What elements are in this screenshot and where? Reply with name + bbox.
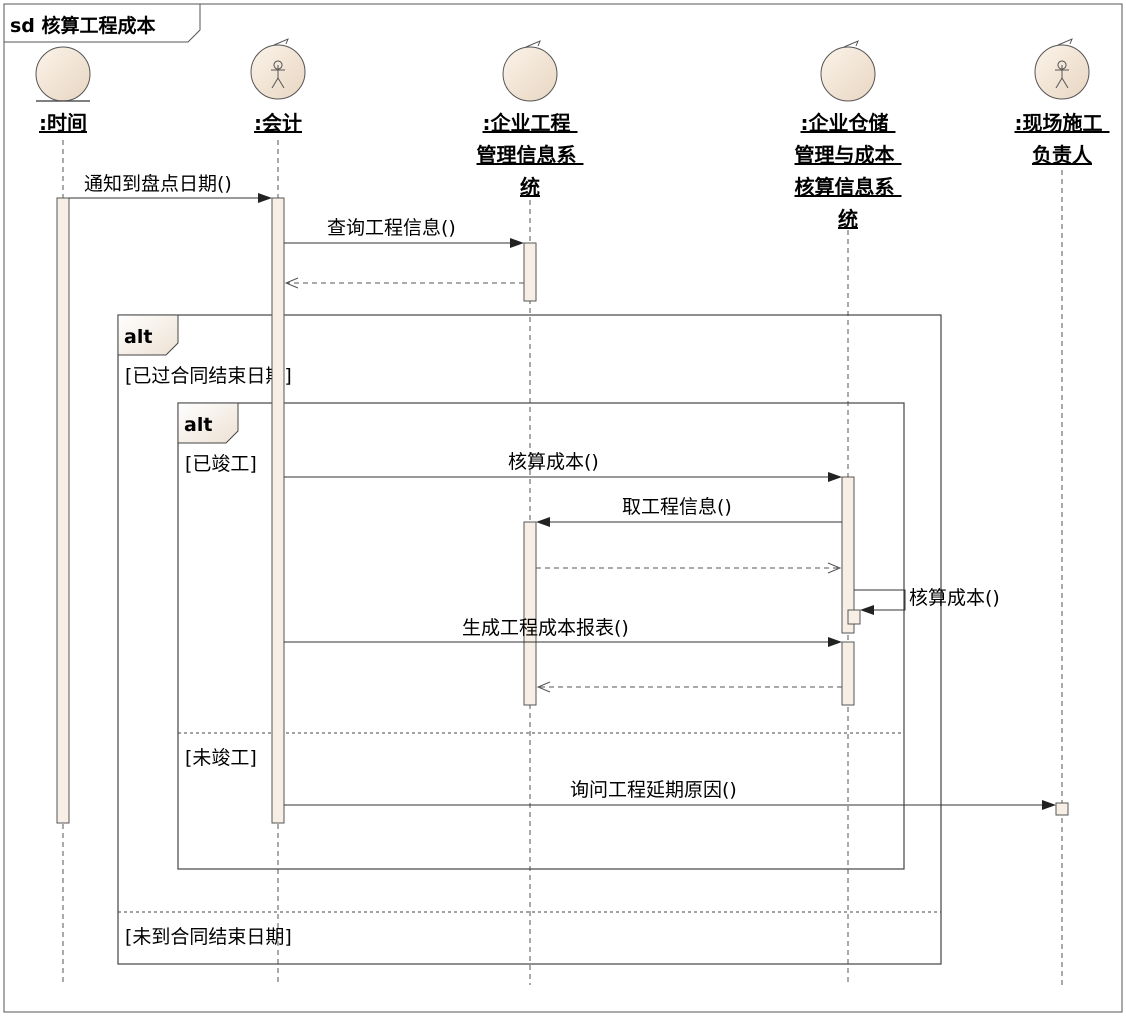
message-5: 取工程信息() — [536, 496, 842, 527]
lifeline-name-wms: :企业仓储 管理与成本 核算信息系 统 — [795, 111, 902, 231]
message-8: 生成工程成本报表() — [284, 617, 842, 647]
alt-outer-tab — [117, 314, 179, 356]
activation-pmis-2 — [523, 521, 537, 706]
activation-acct — [271, 197, 285, 824]
message-3-arrowhead — [284, 277, 299, 289]
lifeline-name-site: :现场施工 负责人 — [1015, 111, 1110, 167]
actor-hook-icon — [1057, 38, 1073, 46]
activation-time — [56, 197, 70, 824]
message-7-self: 核算成本() — [854, 587, 1000, 615]
message-3-return — [284, 277, 524, 289]
activation-wms-2 — [841, 641, 855, 706]
message-4: 核算成本() — [284, 451, 842, 482]
activation-wms-self — [847, 609, 861, 625]
alt-outer-box — [117, 314, 942, 965]
lifeline-name-pmis: :企业工程 管理信息系 统 — [477, 111, 584, 199]
message-5-label: 取工程信息() — [622, 496, 732, 518]
message-5-arrowhead — [536, 517, 550, 527]
activation-wms-1 — [841, 476, 855, 634]
alt-outer-guard-2: [未到合同结束日期] — [125, 926, 292, 948]
message-2: 查询工程信息() — [284, 217, 524, 248]
message-10-arrowhead — [1042, 800, 1056, 810]
sd-frame-tab — [3, 3, 201, 43]
alt-inner-box — [177, 402, 905, 870]
message-8-label: 生成工程成本报表() — [462, 617, 629, 639]
lifeline-acct-head — [250, 38, 306, 100]
activation-bars — [56, 197, 1069, 824]
actor-hook-icon — [273, 38, 289, 46]
message-7-arrowhead — [860, 605, 874, 615]
diagram-title: sd 核算工程成本 — [10, 14, 156, 37]
activation-site — [1055, 802, 1069, 816]
alt-inner-tab — [177, 402, 239, 444]
alt-fragment-outer: alt [已过合同结束日期] [未到合同结束日期] — [117, 314, 942, 965]
alt-outer-operator: alt — [124, 326, 152, 348]
lifeline-time-head — [35, 46, 91, 102]
time-circle-icon — [35, 46, 91, 102]
pmis-circle-icon — [502, 46, 558, 102]
actor-stickman-icon — [1055, 60, 1069, 89]
alt-inner-operator: alt — [184, 414, 212, 436]
message-9-arrowhead — [536, 681, 551, 693]
pmis-hook-icon — [525, 40, 541, 48]
message-2-label: 查询工程信息() — [327, 217, 456, 239]
message-4-arrowhead — [828, 472, 842, 482]
lifeline-name-acct: :会计 — [254, 111, 302, 135]
lifeline-dashes — [62, 140, 1063, 985]
lifeline-pmis-head — [502, 40, 558, 102]
message-1-arrowhead — [258, 193, 272, 203]
message-1-label: 通知到盘点日期() — [84, 173, 232, 195]
message-8-arrowhead — [828, 637, 842, 647]
message-6-return — [536, 562, 842, 574]
activation-pmis-1 — [523, 242, 537, 302]
message-4-label: 核算成本() — [508, 451, 599, 473]
sd-frame — [3, 3, 1123, 1013]
message-1: 通知到盘点日期() — [69, 173, 272, 203]
lifeline-site-head — [1034, 38, 1090, 100]
alt-inner-guard-2: [未竣工] — [185, 747, 257, 769]
actor-stickman-icon — [271, 60, 285, 89]
message-9-return — [536, 681, 842, 693]
alt-outer-guard-1: [已过合同结束日期] — [125, 365, 292, 387]
message-2-arrowhead — [510, 238, 524, 248]
message-10-label: 询问工程延期原因() — [570, 779, 737, 801]
message-7-line — [854, 589, 906, 611]
lifeline-name-time: :时间 — [39, 111, 87, 135]
message-10: 询问工程延期原因() — [284, 779, 1056, 810]
message-6-arrowhead — [827, 562, 842, 574]
wms-circle-icon — [820, 46, 876, 102]
wms-hook-icon — [843, 40, 859, 48]
alt-fragment-inner: alt [已竣工] [未竣工] — [177, 402, 905, 870]
lifeline-wms-head — [820, 40, 876, 102]
alt-inner-guard-1: [已竣工] — [185, 453, 257, 475]
message-7-label: 核算成本() — [909, 587, 1000, 609]
